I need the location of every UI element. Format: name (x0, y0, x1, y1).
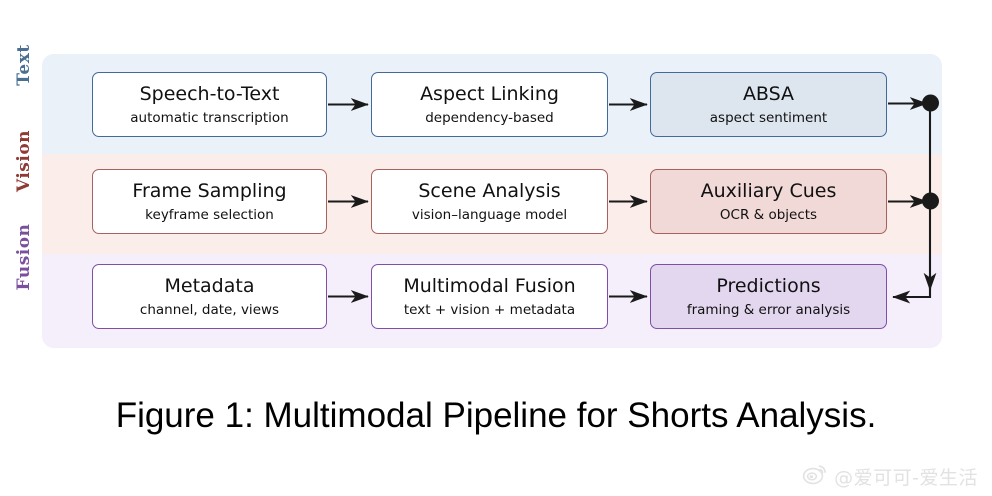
row-label-text: Text (14, 44, 34, 86)
stage-subtitle: aspect sentiment (709, 109, 828, 126)
stage-subtitle: automatic transcription (130, 109, 289, 126)
stage-subtitle: vision–language model (411, 206, 568, 223)
stage-title: Metadata (164, 274, 255, 297)
stage-title: Aspect Linking (420, 82, 559, 105)
stage-title: Auxiliary Cues (700, 179, 837, 202)
figure-caption: Figure 1: Multimodal Pipeline for Shorts… (115, 396, 877, 435)
row-label-vision: Vision (14, 129, 34, 193)
stage-subtitle: channel, date, views (139, 301, 280, 318)
stage-title: Predictions (716, 274, 821, 297)
stage-aspect-linking[interactable]: Aspect Linking dependency-based (371, 72, 608, 137)
stage-absa[interactable]: ABSA aspect sentiment (650, 72, 887, 137)
stage-subtitle: text + vision + metadata (403, 301, 576, 318)
stage-title: Scene Analysis (418, 179, 561, 202)
stage-multimodal-fusion[interactable]: Multimodal Fusion text + vision + metada… (371, 264, 608, 329)
stage-predictions[interactable]: Predictions framing & error analysis (650, 264, 887, 329)
stage-auxiliary-cues[interactable]: Auxiliary Cues OCR & objects (650, 169, 887, 234)
stage-title: Speech-to-Text (139, 82, 280, 105)
stage-subtitle: dependency-based (425, 109, 554, 126)
stage-metadata[interactable]: Metadata channel, date, views (92, 264, 327, 329)
weibo-logo-icon (802, 463, 828, 490)
stage-frame-sampling[interactable]: Frame Sampling keyframe selection (92, 169, 327, 234)
row-label-fusion: Fusion (14, 223, 34, 291)
stage-title: Multimodal Fusion (403, 274, 576, 297)
stage-subtitle: keyframe selection (145, 206, 274, 223)
stage-title: ABSA (742, 82, 795, 105)
stage-subtitle: framing & error analysis (686, 301, 851, 318)
stage-title: Frame Sampling (132, 179, 287, 202)
stage-scene-analysis[interactable]: Scene Analysis vision–language model (371, 169, 608, 234)
stage-speech-to-text[interactable]: Speech-to-Text automatic transcription (92, 72, 327, 137)
watermark: @爱可可-爱生活 (802, 463, 978, 490)
watermark-handle: @爱可可-爱生活 (834, 467, 978, 489)
stage-subtitle: OCR & objects (719, 206, 818, 223)
